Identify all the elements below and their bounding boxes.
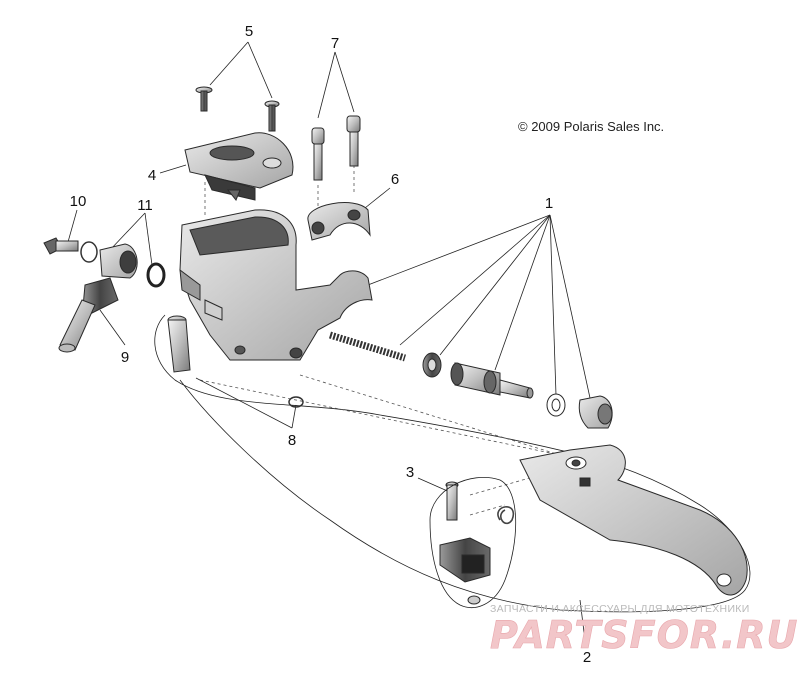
callout-6: 6 <box>391 171 399 188</box>
copyright-text: © 2009 Polaris Sales Inc. <box>518 119 664 134</box>
screw-5b <box>264 100 280 132</box>
brake-lever-2 <box>519 444 748 596</box>
bolt-7b <box>346 115 361 167</box>
lever-pivot-pin-3 <box>445 481 459 521</box>
callout-7: 7 <box>331 35 339 52</box>
watermark-logo: PARTSFOR.RU <box>490 613 798 657</box>
callout-10: 10 <box>70 193 87 210</box>
screw-5a <box>195 86 213 112</box>
guide-dashed-lines <box>199 140 561 516</box>
dust-boot <box>578 395 613 429</box>
pivot-pin-8 <box>167 315 191 373</box>
callout-2: 2 <box>583 649 591 666</box>
circlip-8 <box>288 396 304 408</box>
banjo-bolt-10 <box>43 237 98 263</box>
switch-bracket-outline <box>429 477 517 608</box>
bolt-7a <box>311 127 325 181</box>
callout-1: 1 <box>545 195 553 212</box>
banjo-fitting-11 <box>99 243 166 288</box>
master-cylinder-body <box>179 209 373 361</box>
piston <box>450 362 534 399</box>
callout-3: 3 <box>406 464 414 481</box>
callout-11: 11 <box>137 197 153 214</box>
piston-washer <box>546 393 566 417</box>
return-spring <box>328 331 407 362</box>
callout-8: 8 <box>288 432 296 449</box>
callout-5: 5 <box>245 23 253 40</box>
reservoir-cover-4 <box>184 132 294 201</box>
callout-4: 4 <box>148 167 156 184</box>
handlebar-clamp-6 <box>307 202 371 241</box>
hose-boot-9 <box>58 277 119 353</box>
callout-9: 9 <box>121 349 129 366</box>
assembly-outline <box>154 314 751 613</box>
brake-light-switch <box>439 537 491 583</box>
piston-cup-seal <box>422 352 442 378</box>
watermark-tagline: ЗАПЧАСТИ И АКСЕССУАРЫ ДЛЯ МОТОТЕХНИКИ <box>490 603 750 615</box>
lever-spring <box>497 506 515 525</box>
leader-lines <box>67 41 591 641</box>
